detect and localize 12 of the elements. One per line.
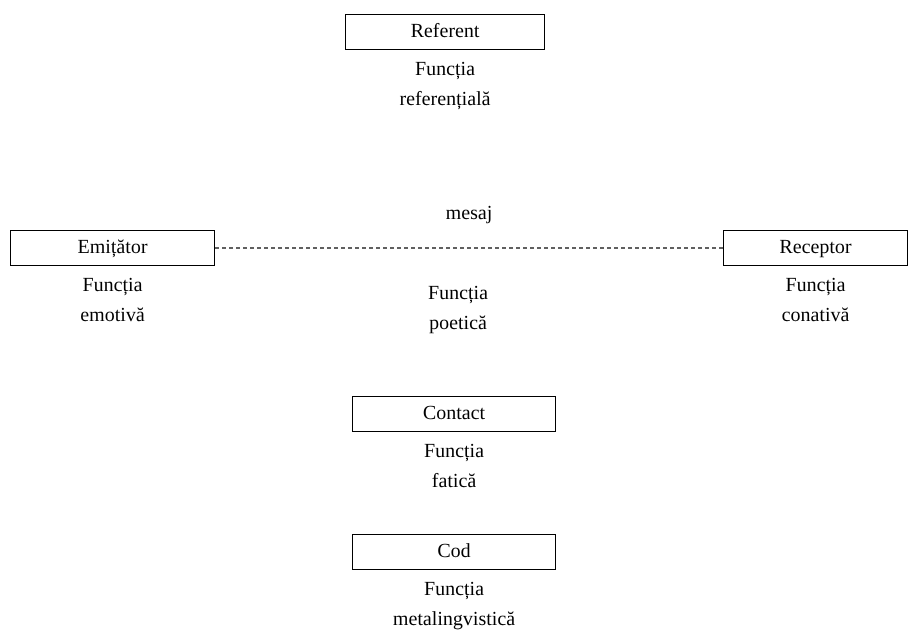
dashed-line xyxy=(215,247,723,249)
function-caption: Funcția fatică xyxy=(424,439,484,494)
text-box: Cod xyxy=(352,534,556,570)
text-box: Contact xyxy=(352,396,556,432)
function-caption: Funcția conativă xyxy=(782,273,850,328)
text-box: Referent xyxy=(345,14,545,50)
function-caption: Funcția metalingvistică xyxy=(392,577,516,632)
text-box: Receptor xyxy=(723,230,908,266)
function-caption: Funcția referențială xyxy=(399,57,491,112)
function-caption: Funcția emotivă xyxy=(80,273,145,328)
text-box: Emițător xyxy=(10,230,215,266)
function-caption: Funcția poetică xyxy=(428,281,488,336)
